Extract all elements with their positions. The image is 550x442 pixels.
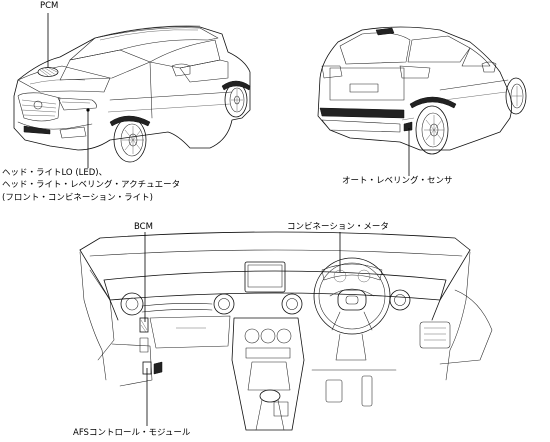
leader-lines — [47, 13, 410, 426]
auto-leveling-sensor-label: オート・レベリング・センサ — [342, 176, 453, 186]
headlight-label-line1: ヘッド・ライトLO (LED)、 — [2, 168, 108, 178]
front-car-illustration — [13, 25, 251, 163]
afs-module-label: AFSコントロール・モジュール — [73, 428, 191, 438]
headlight-label-line2: ヘッド・ライト・レベリング・アクチュエータ — [2, 180, 181, 190]
combination-meter-label: コンビネーション・メータ — [287, 222, 389, 232]
pcm-label: PCM — [40, 1, 59, 11]
headlight-label-line3: (フロント・コンビネーション・ライト) — [2, 193, 153, 203]
interior-illustration — [79, 231, 493, 431]
rear-car-illustration — [317, 26, 527, 155]
bcm-label: BCM — [134, 222, 153, 232]
